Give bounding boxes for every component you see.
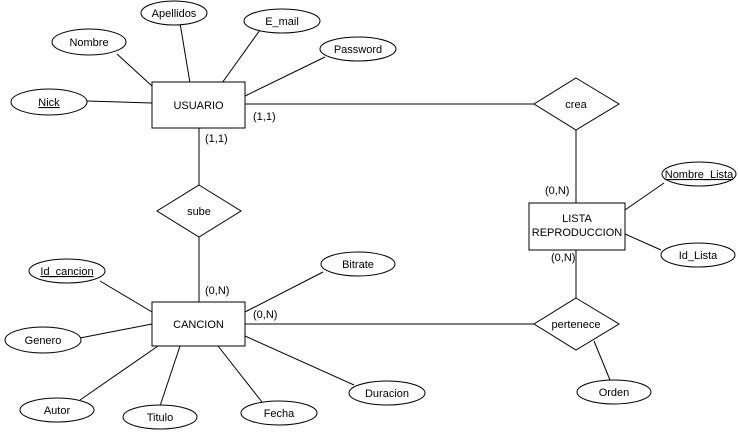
attribute-genero-label: Genero: [25, 335, 62, 347]
attribute-bitrate-label: Bitrate: [342, 259, 374, 271]
attribute-id-lista[interactable]: Id_Lista: [660, 242, 736, 268]
relationship-crea-diamond: [533, 77, 620, 131]
connectors: [79, 22, 665, 407]
connector-nombrelista-lista: [624, 182, 665, 211]
attribute-genero-ellipse: [4, 326, 82, 354]
attribute-orden[interactable]: Orden: [576, 379, 652, 405]
entity-usuario-box: [151, 81, 246, 129]
attribute-bitrate-ellipse: [320, 251, 396, 277]
relationship-crea-label: crea: [565, 99, 587, 111]
attribute-email-label: E_mail: [265, 16, 299, 28]
attribute-orden-label: Orden: [599, 387, 630, 399]
attribute-apellidos[interactable]: Apellidos: [140, 0, 208, 26]
cardinality-lista-crea: (0,N): [545, 185, 569, 197]
attribute-nick-ellipse: [10, 88, 88, 116]
attribute-nick-label: Nick: [38, 97, 60, 109]
attribute-email[interactable]: E_mail: [243, 8, 321, 34]
entity-usuario[interactable]: USUARIO: [151, 81, 246, 129]
cardinality-usuario-sube: (1,1): [205, 133, 228, 145]
attribute-orden-ellipse: [576, 379, 652, 405]
connector-autor-cancion: [79, 345, 159, 401]
cardinality-cancion-pertenece: (0,N): [253, 309, 277, 321]
attribute-apellidos-label: Apellidos: [152, 8, 197, 20]
attribute-email-ellipse: [243, 8, 321, 34]
attribute-password[interactable]: Password: [319, 36, 397, 62]
connector-bitrate-cancion: [244, 271, 324, 313]
relationship-pertenece[interactable]: pertenece: [533, 297, 620, 351]
connector-fecha-cancion: [217, 345, 263, 403]
attribute-duracion-label: Duracion: [365, 388, 409, 400]
attribute-duracion[interactable]: Duracion: [348, 380, 426, 406]
attribute-fecha-ellipse: [240, 400, 318, 426]
entity-usuario-label: USUARIO: [173, 100, 224, 112]
relationship-sube-diamond: [156, 184, 242, 238]
attribute-password-ellipse: [319, 36, 397, 62]
connector-titulo-cancion: [159, 345, 181, 407]
attribute-nombre-lista-ellipse: [661, 161, 737, 187]
entity-lista-reproduccion[interactable]: LISTA REPRODUCCION: [528, 202, 626, 251]
attribute-id-cancion-ellipse: [28, 258, 106, 284]
connector-email-usuario: [221, 29, 261, 84]
connector-nick-usuario: [86, 100, 153, 104]
attribute-bitrate[interactable]: Bitrate: [320, 251, 396, 277]
attribute-id-cancion[interactable]: Id_cancion: [28, 258, 106, 284]
attribute-nombre-lista-label: Nombre_Lista: [665, 169, 734, 181]
attribute-titulo[interactable]: Titulo: [122, 404, 198, 430]
cardinality-cancion-sube: (0,N): [205, 285, 229, 297]
relationship-crea[interactable]: crea: [533, 77, 620, 131]
cardinality-lista-pertenece: (0,N): [551, 252, 575, 264]
connector-genero-cancion: [79, 323, 153, 339]
attribute-titulo-ellipse: [122, 404, 198, 430]
relationship-pertenece-label: pertenece: [552, 319, 601, 331]
connector-idlista-lista: [624, 233, 662, 251]
attribute-nombre[interactable]: Nombre: [51, 28, 127, 56]
relationship-pertenece-diamond: [533, 297, 620, 351]
entity-lista-label-line2: REPRODUCCION: [532, 227, 623, 239]
attribute-id-lista-ellipse: [660, 242, 736, 268]
attribute-fecha-label: Fecha: [264, 408, 295, 420]
attribute-apellidos-ellipse: [140, 0, 208, 26]
relationship-sube[interactable]: sube: [156, 184, 242, 238]
connector-apellidos-usuario: [179, 22, 191, 84]
entity-cancion-box: [151, 301, 246, 347]
connector-pertenece-orden: [593, 340, 611, 381]
attribute-autor[interactable]: Autor: [19, 397, 95, 423]
attribute-nombre-label: Nombre: [69, 37, 108, 49]
cardinality-usuario-crea: (1,1): [253, 111, 276, 123]
attribute-nombre-lista[interactable]: Nombre_Lista: [661, 161, 737, 187]
attribute-genero[interactable]: Genero: [4, 326, 82, 354]
attribute-nick[interactable]: Nick: [10, 88, 88, 116]
attribute-autor-ellipse: [19, 397, 95, 423]
attribute-titulo-label: Titulo: [147, 412, 174, 424]
connector-nombre-usuario: [116, 53, 153, 87]
attribute-nombre-ellipse: [51, 28, 127, 56]
entity-lista-label-line1: LISTA: [562, 213, 592, 225]
connector-idcancion-cancion: [99, 280, 153, 313]
attribute-fecha[interactable]: Fecha: [240, 400, 318, 426]
entity-lista-box: [528, 202, 626, 251]
attribute-id-cancion-label: Id_cancion: [40, 266, 93, 278]
attribute-id-lista-label: Id_Lista: [679, 250, 718, 262]
attribute-autor-label: Autor: [44, 405, 71, 417]
connector-duracion-cancion: [244, 335, 355, 386]
relationship-sube-label: sube: [187, 206, 211, 218]
entity-cancion[interactable]: CANCION: [151, 301, 246, 347]
entity-cancion-label: CANCION: [173, 319, 224, 331]
connector-password-usuario: [244, 56, 326, 97]
attribute-duracion-ellipse: [348, 380, 426, 406]
attribute-password-label: Password: [334, 44, 382, 56]
